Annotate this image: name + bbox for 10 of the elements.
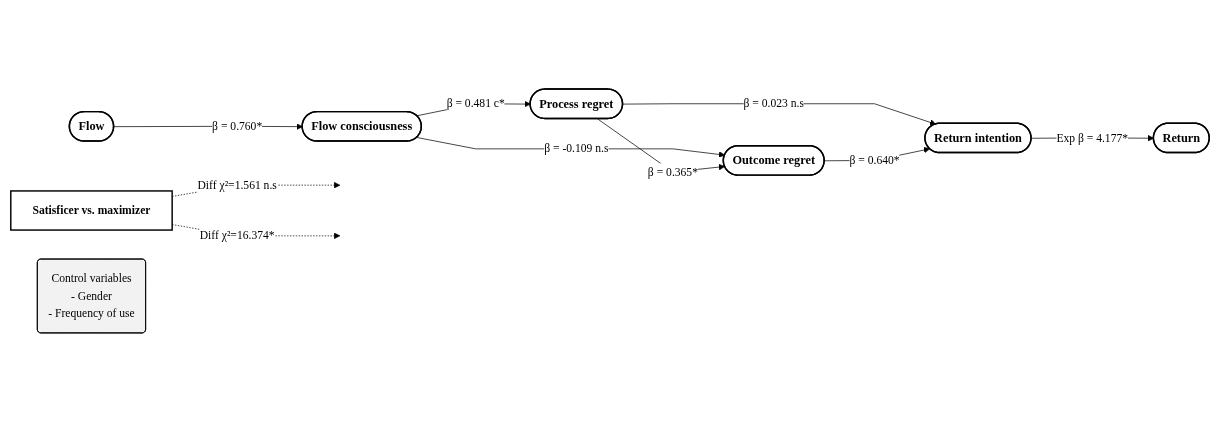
edge-label: β = -0.109 n.s [544,142,609,155]
node-box: Satisficer vs. maximizer [10,190,173,231]
edge-label: Exp β = 4.177* [1056,131,1129,144]
edge-label: β = 0.640* [849,153,900,167]
edge-label: β = 0.023 n.s [743,97,804,110]
edge-label: β = 0.481 c* [446,97,505,110]
edge-label: Diff χ²=16.374* [199,229,275,242]
edge-label: Diff χ²=1.561 n.s [197,178,277,191]
edge-label: β = 0.760* [212,119,263,133]
edge-label: β = 0.365* [647,165,698,178]
